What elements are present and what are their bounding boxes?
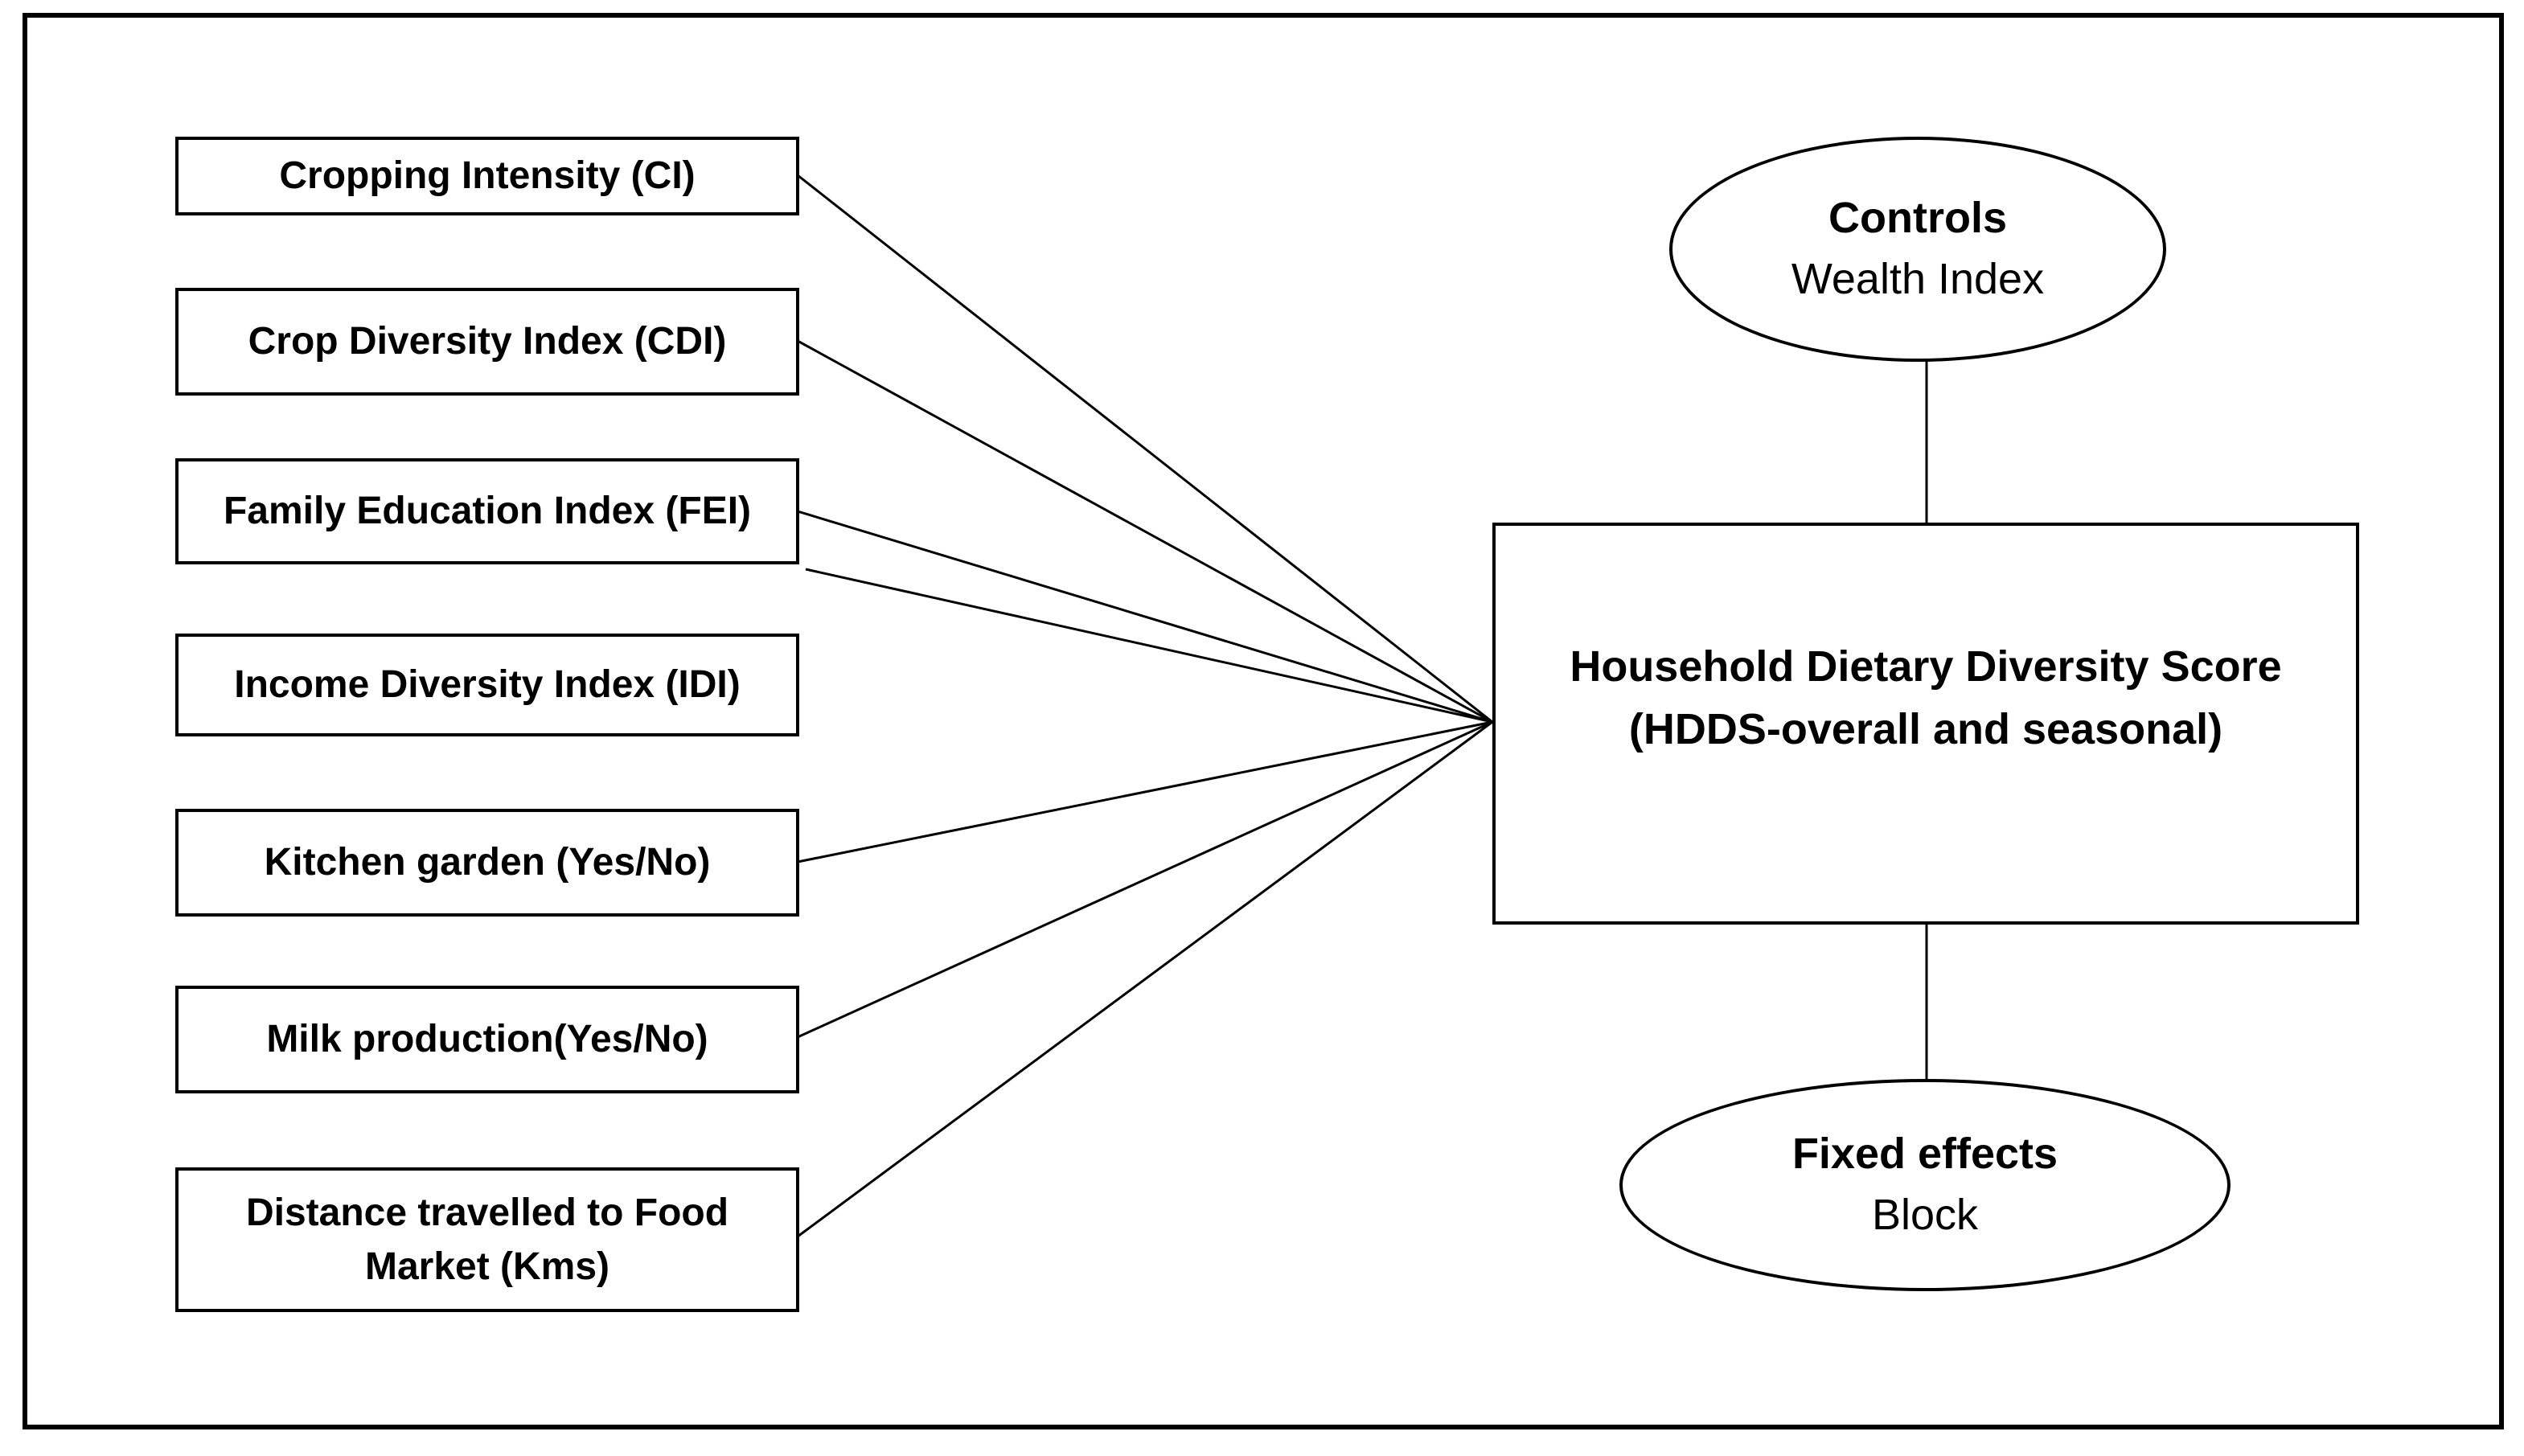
- controls-ellipse: Controls Wealth Index: [1669, 137, 2166, 362]
- predictor-income-diversity-index: Income Diversity Index (IDI): [175, 634, 799, 736]
- connector-ci: [797, 174, 1493, 724]
- outcome-box: Household Dietary Diversity Score (HDDS-…: [1492, 523, 2359, 925]
- predictor-cropping-intensity: Cropping Intensity (CI): [175, 137, 799, 215]
- connector-fei: [797, 510, 1493, 724]
- fixed-effects-title: Fixed effects: [1791, 1130, 2058, 1179]
- predictor-crop-diversity-index: Crop Diversity Index (CDI): [175, 288, 799, 396]
- predictor-family-education-index: Family Education Index (FEI): [175, 458, 799, 564]
- fixed-effects-ellipse: Fixed effects Block: [1619, 1079, 2231, 1291]
- connector-cdi: [797, 339, 1493, 724]
- predictor-label: Distance travelled to Food Market (Kms): [245, 1191, 729, 1288]
- predictor-milk-production: Milk production(Yes/No): [175, 986, 799, 1093]
- predictor-label: Family Education Index (FEI): [223, 490, 752, 533]
- connector-kitchen-garden: [797, 720, 1493, 863]
- connector-idi: [805, 568, 1493, 724]
- predictor-kitchen-garden: Kitchen garden (Yes/No): [175, 809, 799, 917]
- connector-milk-production: [797, 720, 1493, 1039]
- outcome-title: Household Dietary Diversity Score: [1570, 642, 2282, 691]
- predictor-label: Income Diversity Index (IDI): [234, 663, 741, 707]
- predictor-label: Kitchen garden (Yes/No): [264, 841, 711, 884]
- controls-title: Controls: [1828, 194, 2007, 243]
- predictor-label: Milk production(Yes/No): [266, 1018, 708, 1061]
- connector-distance-market: [797, 720, 1493, 1238]
- predictor-label: Crop Diversity Index (CDI): [248, 320, 727, 363]
- fixed-effects-subtitle: Block: [1871, 1191, 1979, 1239]
- predictor-label: Cropping Intensity (CI): [279, 154, 696, 198]
- predictor-distance-to-market: Distance travelled to Food Market (Kms): [175, 1167, 799, 1312]
- diagram-frame: [23, 13, 2504, 1429]
- outcome-subtitle: (HDDS-overall and seasonal): [1628, 705, 2223, 754]
- controls-subtitle: Wealth Index: [1791, 255, 2045, 303]
